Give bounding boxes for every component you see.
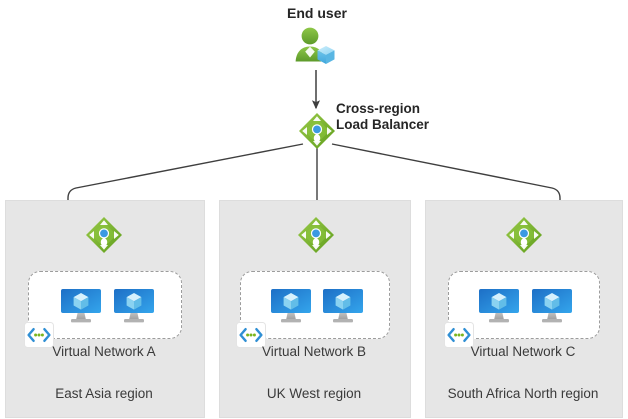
virtual-machine-icon-a1 bbox=[59, 286, 103, 326]
virtual-machine-icon-c1 bbox=[477, 286, 521, 326]
virtual-network-label-a: Virtual Network A bbox=[52, 344, 156, 359]
clb-title-line-2: Load Balancer bbox=[336, 117, 430, 132]
region-label-south-africa-north: South Africa North region bbox=[447, 386, 599, 401]
regional-load-balancer-icon-b bbox=[297, 216, 335, 254]
virtual-network-icon-c bbox=[444, 322, 474, 348]
cross-region-load-balancer-title: Cross-region Load Balancer bbox=[336, 101, 429, 133]
region-label-east-asia: East Asia region bbox=[55, 386, 153, 401]
end-user-title: End user bbox=[287, 5, 347, 21]
regional-load-balancer-icon-a bbox=[85, 216, 123, 254]
virtual-machine-icon-b2 bbox=[321, 286, 365, 326]
end-user-icon bbox=[291, 26, 337, 66]
virtual-machine-icon-b1 bbox=[269, 286, 313, 326]
virtual-network-label-b: Virtual Network B bbox=[261, 344, 367, 359]
virtual-machine-icon-c2 bbox=[530, 286, 574, 326]
regional-load-balancer-icon-c bbox=[505, 216, 543, 254]
virtual-network-icon-b bbox=[236, 322, 266, 348]
virtual-network-label-c: Virtual Network C bbox=[470, 344, 576, 359]
connector-clb-to-region-a bbox=[64, 143, 304, 211]
region-label-uk-west: UK West region bbox=[266, 386, 362, 401]
virtual-machine-icon-a2 bbox=[112, 286, 156, 326]
clb-title-line-1: Cross-region bbox=[336, 101, 421, 116]
virtual-network-icon-a bbox=[24, 322, 54, 348]
cross-region-load-balancer-icon bbox=[298, 112, 336, 150]
connector-clb-to-region-c bbox=[331, 143, 564, 211]
